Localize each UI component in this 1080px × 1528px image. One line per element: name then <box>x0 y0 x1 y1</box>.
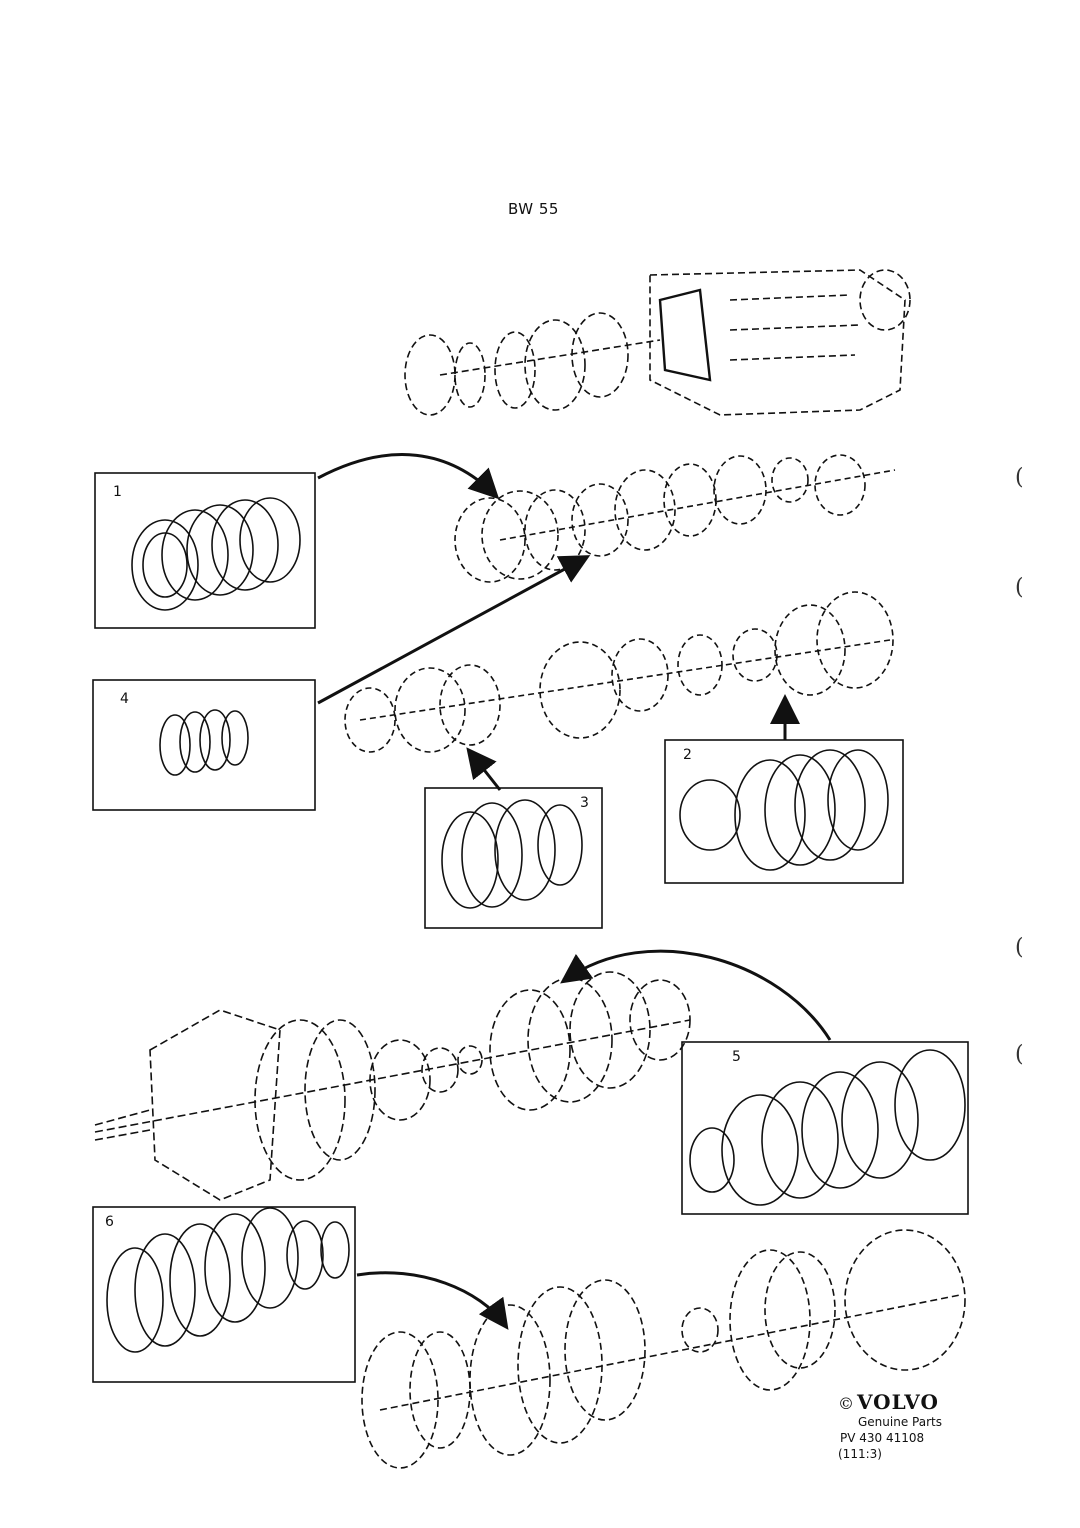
volvo-logo: ©VOLVO <box>838 1390 978 1414</box>
inset-label-1: 1 <box>113 484 122 500</box>
inset-2 <box>664 739 904 884</box>
inset-6 <box>92 1206 356 1383</box>
inset-4 <box>92 679 316 811</box>
reference-code: (111:3) <box>838 1447 882 1461</box>
diagram-title: BW 55 <box>508 200 559 218</box>
leader-arrows <box>317 453 832 1330</box>
inset-3 <box>424 787 603 929</box>
upper-gear-train <box>454 454 896 583</box>
inset-label-6: 6 <box>105 1214 114 1230</box>
inset-label-4: 4 <box>120 691 129 707</box>
margin-mark: ( <box>1015 935 1024 960</box>
inset-1 <box>94 472 316 629</box>
part-number: PV 430 41108 <box>840 1431 925 1445</box>
converter-assembly <box>94 971 691 1201</box>
inset-label-3: 3 <box>580 795 589 811</box>
lower-gear-train <box>344 591 894 753</box>
brand-block: ©VOLVO Genuine Parts PV 430 41108 (111:3… <box>838 1390 978 1462</box>
inset-label-5: 5 <box>732 1049 741 1065</box>
inset-5 <box>681 1041 969 1215</box>
brand-tagline: Genuine Parts <box>858 1415 942 1429</box>
margin-mark: ( <box>1015 1042 1024 1067</box>
margin-mark: ( <box>1015 575 1024 600</box>
transmission-housing-assembly <box>404 269 911 416</box>
margin-mark: ( <box>1015 465 1024 490</box>
logo-text: VOLVO <box>857 1390 939 1414</box>
copyright-symbol: © <box>838 1394 855 1413</box>
rear-clutch-assembly <box>361 1229 966 1469</box>
inset-label-2: 2 <box>683 747 692 763</box>
